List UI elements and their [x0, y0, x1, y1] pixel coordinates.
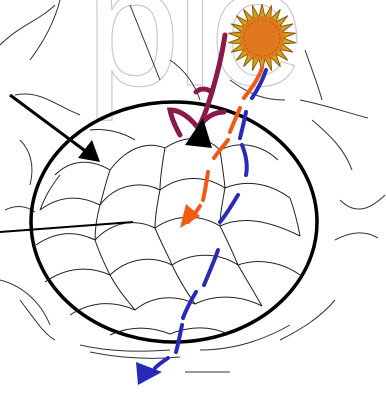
mesh-line [160, 148, 165, 190]
mesh-line [110, 275, 135, 310]
strand [130, 5, 160, 80]
mesh-line [70, 297, 262, 315]
strand [335, 233, 378, 240]
mesh-line [220, 226, 238, 265]
blue-segment [176, 325, 182, 352]
mesh-line [90, 129, 135, 140]
surrounding-strands [0, 0, 385, 372]
strand [0, 5, 55, 45]
mesh-line [40, 175, 60, 210]
mesh-line [290, 198, 300, 236]
mesh-line [155, 228, 172, 265]
blue-segment [155, 358, 168, 368]
pointer-arrows [0, 95, 133, 232]
strand [80, 345, 170, 351]
cell-boundary-oval [31, 102, 317, 342]
strand [312, 120, 352, 170]
mesh-line [95, 240, 110, 275]
maroon-vessel [170, 35, 225, 135]
cell-mesh [36, 129, 300, 335]
spiky-sun-icon [228, 4, 295, 72]
strand [20, 140, 32, 185]
strand [20, 300, 55, 340]
arrow-icon [78, 140, 100, 162]
strand [305, 50, 322, 100]
strand [340, 195, 385, 209]
sun-core [240, 16, 284, 60]
strand [0, 280, 50, 325]
mesh-line [238, 265, 262, 306]
mesh-line [45, 255, 300, 282]
orange-segment [203, 172, 208, 200]
mesh-line [95, 205, 100, 240]
maroon-branch [170, 110, 198, 135]
strand [280, 300, 335, 340]
mesh-line [36, 217, 300, 245]
maroon-branch [196, 89, 212, 92]
strand [300, 100, 368, 118]
strand [30, 0, 60, 60]
mesh-line [155, 190, 160, 228]
pointer-arrow-line [10, 95, 88, 153]
mesh-line [220, 150, 225, 188]
mesh-line [40, 178, 290, 210]
blue-segment [242, 145, 247, 175]
